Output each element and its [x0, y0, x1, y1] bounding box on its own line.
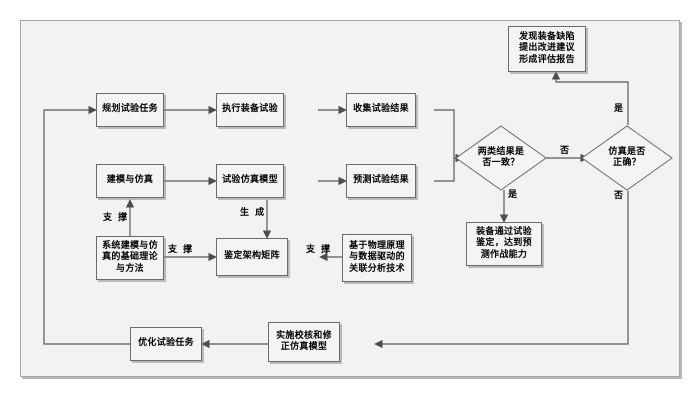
node-modeling-simulation[interactable]: 建模与仿真 — [96, 164, 164, 198]
node-identification-matrix[interactable]: 鉴定架构矩阵 — [216, 238, 288, 276]
node-equipment-passed[interactable]: 装备通过试验 鉴定，达到预 测作战能力 — [466, 222, 542, 266]
node-execute-equipment-test[interactable]: 执行装备试验 — [216, 93, 284, 127]
node-test-simulation-model[interactable]: 试验仿真模型 — [216, 164, 284, 198]
edge-label-consistent-yes: 是 — [508, 190, 519, 200]
node-optimize-test-task[interactable]: 优化试验任务 — [130, 327, 202, 361]
decision-results-consistent[interactable]: 两类结果是 否一致？ — [454, 124, 548, 192]
decision-simulation-correct[interactable]: 仿真是否 正确？ — [580, 124, 674, 192]
edge-label-consistent-no: 否 — [560, 146, 571, 156]
node-plan-test-task[interactable]: 规划试验任务 — [96, 93, 164, 127]
edge-label-correct-yes: 是 — [614, 104, 625, 114]
edge-label-correct-no: 否 — [614, 191, 625, 201]
node-correlation-analysis[interactable]: 基于物理原理 与数据驱动的 关联分析技术 — [342, 234, 412, 282]
node-theory-methods[interactable]: 系统建模与仿 真的基础理论 与方法 — [96, 236, 164, 280]
edge-label-generate: 生 成 — [240, 208, 266, 218]
decision-simulation-correct-label: 仿真是否 正确？ — [608, 146, 646, 169]
node-verify-correct-model[interactable]: 实施校核和修 正仿真模型 — [268, 322, 340, 362]
edge-label-support-2: 支 撑 — [168, 245, 194, 255]
diamond-shape-results-consistent — [455, 125, 547, 191]
node-findings-report[interactable]: 发现装备缺陷 提出改进建议 形成评估报告 — [508, 26, 586, 72]
diamond-shape-simulation-correct — [581, 125, 673, 191]
figure-frame — [20, 20, 680, 377]
edge-label-support-3: 支 撑 — [306, 245, 332, 255]
edge-label-support-1: 支 撑 — [103, 213, 129, 223]
node-collect-test-results[interactable]: 收集试验结果 — [346, 93, 416, 127]
node-predict-test-results[interactable]: 预测试验结果 — [346, 164, 416, 198]
decision-results-consistent-label: 两类结果是 否一致？ — [477, 146, 525, 169]
